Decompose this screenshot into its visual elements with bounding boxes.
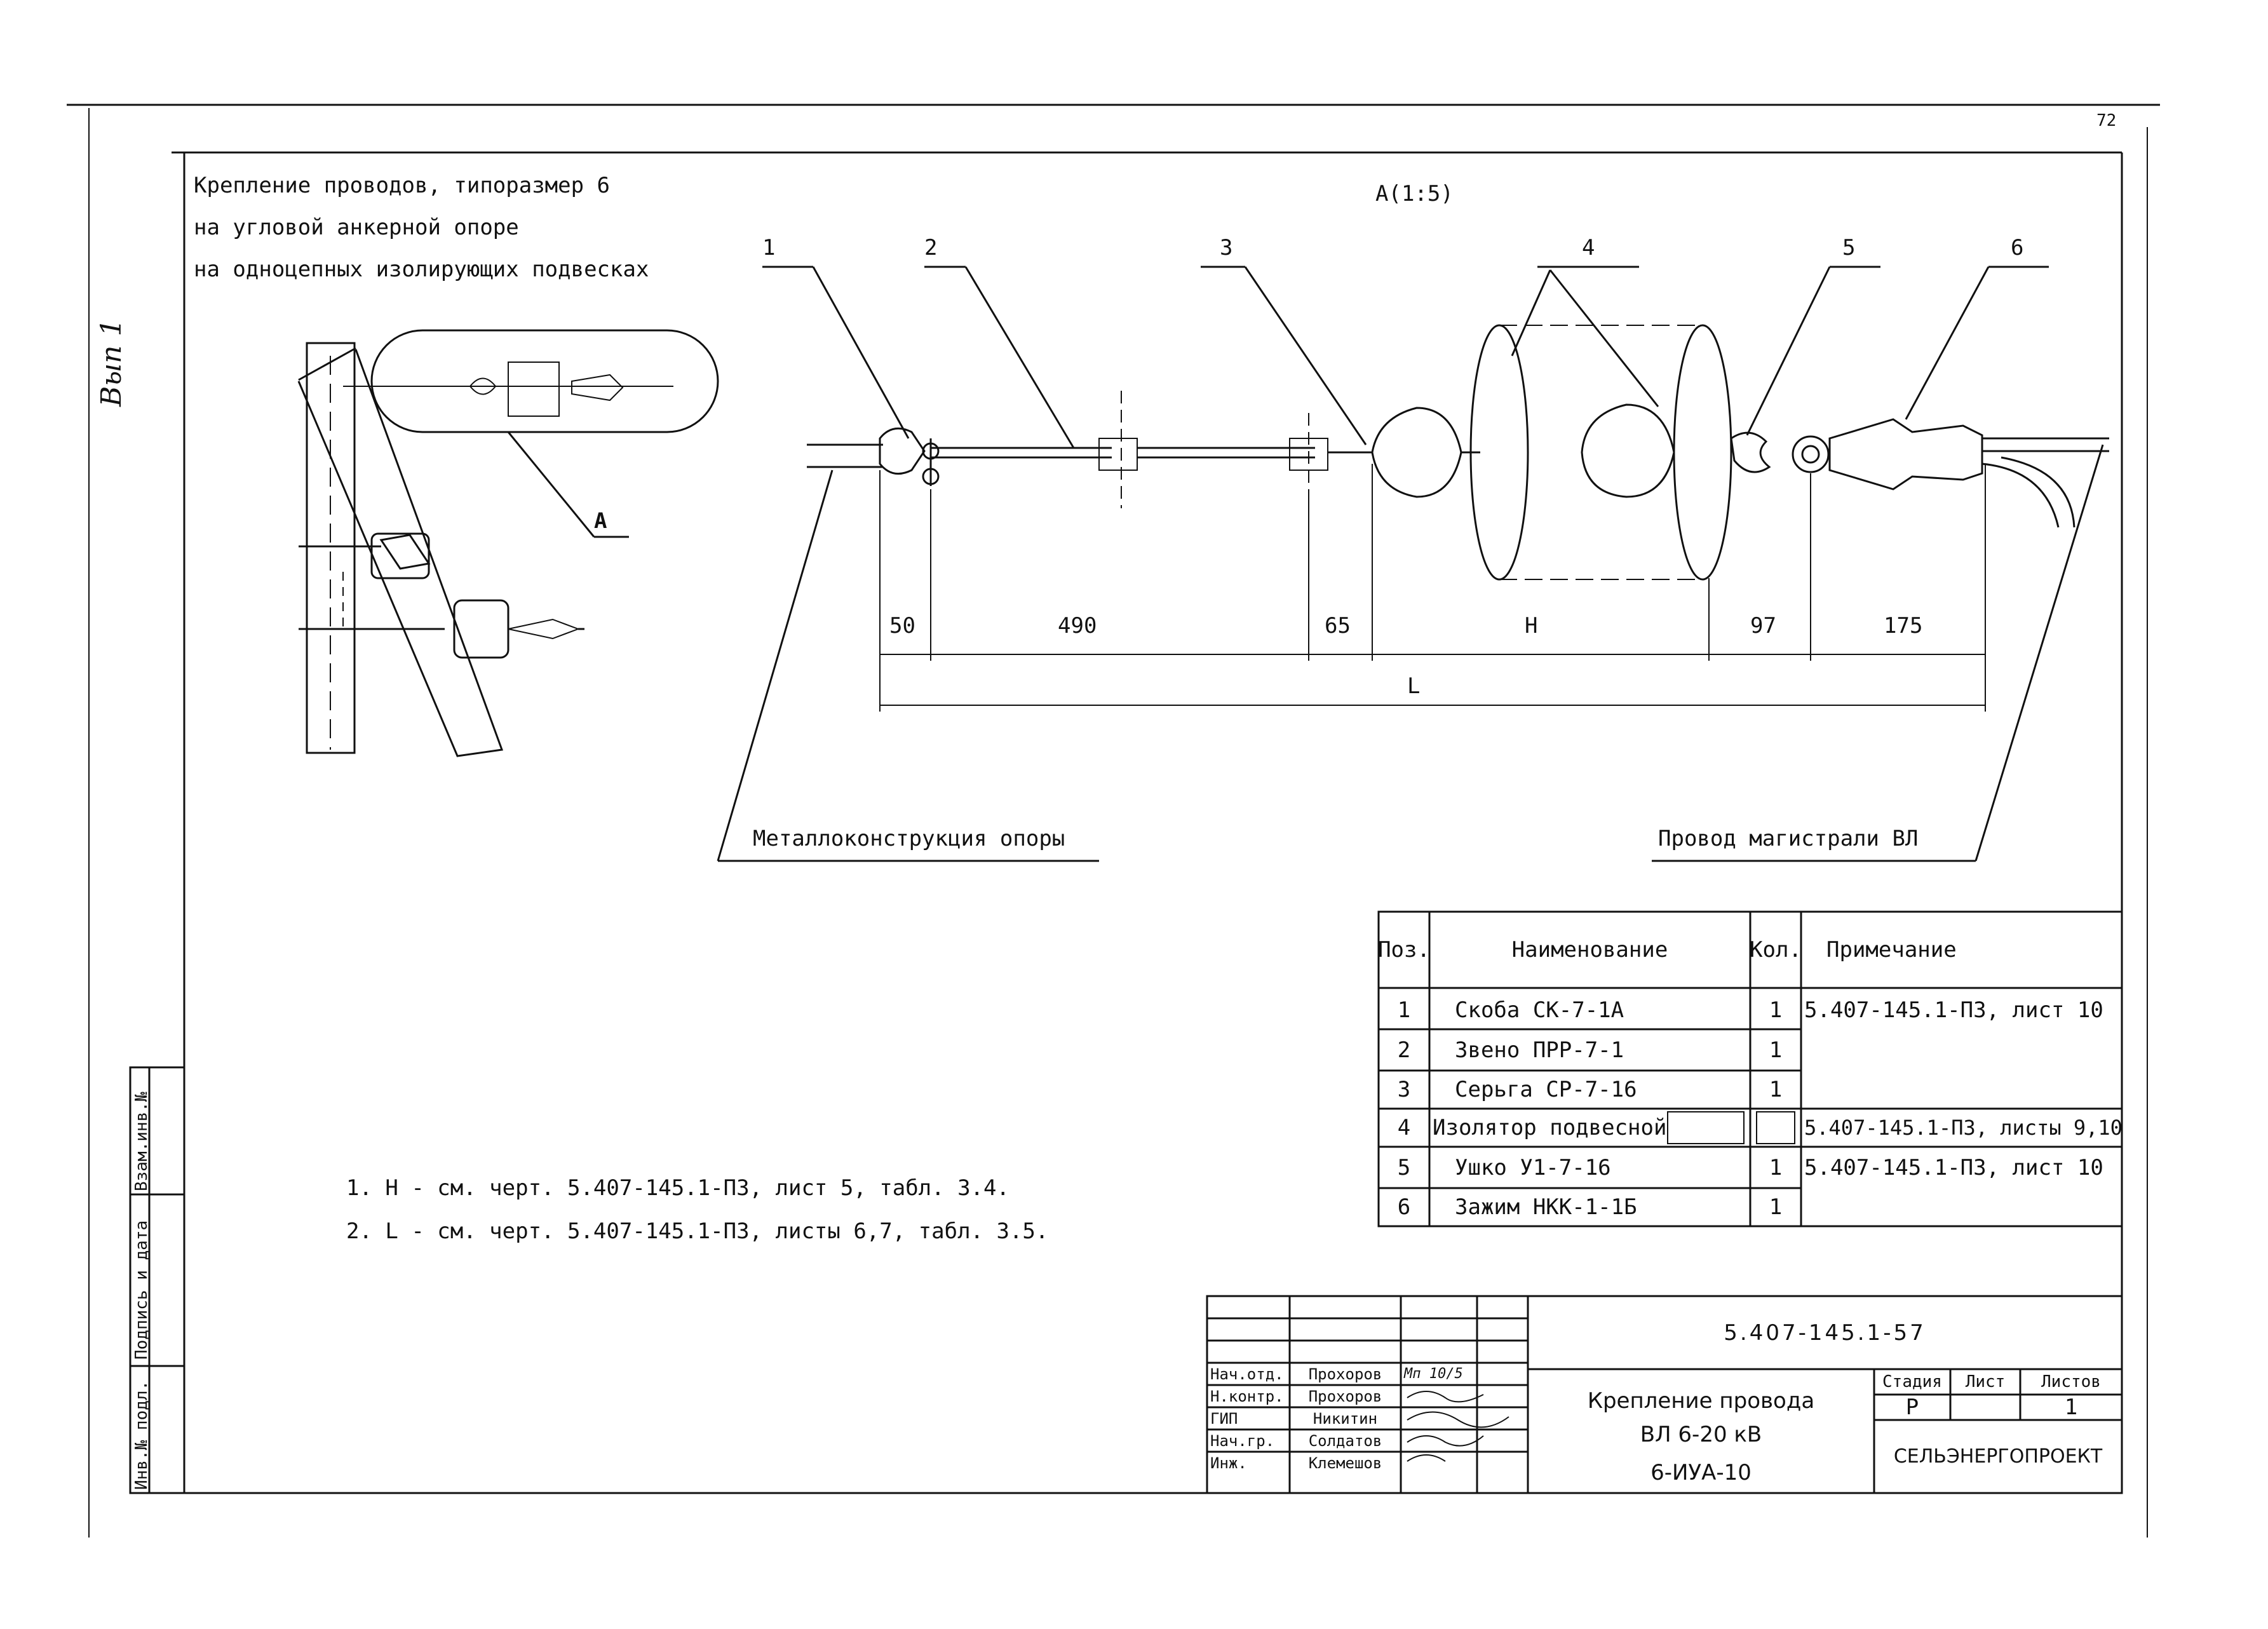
name-2: Прохоров <box>1308 1387 1382 1405</box>
row-3-note <box>1804 1071 2122 1109</box>
signature-mark <box>1407 1391 1484 1403</box>
position-label-1: 1 <box>762 235 776 260</box>
stage-value: Р <box>1905 1395 1919 1420</box>
table-header-qty: Кол. <box>1750 937 1802 963</box>
row-6-pos: 6 <box>1397 1194 1411 1220</box>
dim-490: 490 <box>1058 613 1097 639</box>
dim-50: 50 <box>889 613 915 639</box>
signature-date-1: Мп 10/5 <box>1404 1366 1463 1382</box>
row-5-name: Ушко У1-7-16 <box>1455 1154 1611 1180</box>
row-4-name: Изолятор подвесной <box>1433 1115 1667 1140</box>
document-code: 5.407-145.1-57 <box>1724 1320 1926 1346</box>
margin-note: Вып 1 <box>95 318 128 407</box>
position-label-2: 2 <box>924 235 938 260</box>
row-6-name: Зажим НКК-1-1Б <box>1455 1194 1637 1220</box>
description-line-2: ВЛ 6-20 кВ <box>1640 1421 1762 1447</box>
row-1-qty: 1 <box>1769 997 1783 1023</box>
position-label-4: 4 <box>1582 235 1595 260</box>
assembly-view <box>717 266 2109 862</box>
dim-175: 175 <box>1884 613 1923 639</box>
role-group-head: Нач.гр. <box>1210 1431 1275 1450</box>
row-3-name: Серьга СР-7-16 <box>1455 1077 1637 1102</box>
name-3: Никитин <box>1313 1409 1378 1428</box>
view-label: А(1:5) <box>1375 181 1454 206</box>
row-3-pos: 3 <box>1397 1077 1411 1102</box>
label-main-wire: Провод магистрали ВЛ <box>1658 826 1919 851</box>
row-2-note <box>1804 1029 2122 1071</box>
label-steel-construction: Металлоконструкция опоры <box>753 826 1065 851</box>
row-1-name: Скоба СК-7-1А <box>1455 997 1624 1023</box>
note-1: 1. Н - см. черт. 5.407-145.1-ПЗ, лист 5,… <box>346 1175 1009 1201</box>
dim-total-l: L <box>1407 673 1421 699</box>
row-6-note <box>1804 1188 2122 1226</box>
stamp-inv-orig: Инв.№ подл. <box>132 1380 151 1490</box>
stamp-inv-repl: Взам.инв.№ <box>132 1092 151 1191</box>
page-number: 72 <box>2096 111 2117 130</box>
row-4-pos: 4 <box>1397 1115 1411 1140</box>
row-4-qty <box>1750 1109 1801 1147</box>
row-5-note: 5.407-145.1-ПЗ, лист 10 <box>1804 1154 2103 1180</box>
stage-header: Стадия <box>1882 1372 1942 1391</box>
row-4-note: 5.407-145.1-ПЗ, листы 9,10 <box>1804 1116 2123 1140</box>
description-line-3: 6-ИУА-10 <box>1650 1459 1752 1485</box>
table-header-note: Примечание <box>1826 937 1957 963</box>
role-chief-engineer: ГИП <box>1210 1409 1238 1428</box>
title-block-grid <box>1206 1295 2123 1494</box>
row-5-qty: 1 <box>1769 1154 1783 1180</box>
sheets-value: 1 <box>2064 1395 2078 1420</box>
note-2: 2. L - см. черт. 5.407-145.1-ПЗ, листы 6… <box>346 1219 1049 1244</box>
name-5: Клемешов <box>1308 1454 1382 1472</box>
role-engineer: Инж. <box>1210 1454 1247 1472</box>
position-label-3: 3 <box>1220 235 1233 260</box>
sheets-header: Листов <box>2041 1372 2101 1391</box>
pole-sketch <box>297 329 719 757</box>
row-6-qty: 1 <box>1769 1194 1783 1220</box>
drawing-title-line-2: на угловой анкерной опоре <box>194 215 519 240</box>
row-2-qty: 1 <box>1769 1037 1783 1063</box>
row-5-pos: 5 <box>1397 1154 1411 1180</box>
detail-a-bubble <box>370 329 719 433</box>
role-norm-control: Н.контр. <box>1210 1387 1284 1405</box>
side-stamp-frame <box>129 1066 186 1494</box>
row-1-pos: 1 <box>1397 997 1411 1023</box>
dim-h: Н <box>1525 613 1538 639</box>
organization-name: СЕЛЬЭНЕРГОПРОЕКТ <box>1893 1445 2103 1468</box>
dim-65: 65 <box>1325 613 1351 639</box>
drawing-title-line-3: на одноцепных изолирующих подвесках <box>194 257 649 282</box>
position-label-5: 5 <box>1842 235 1856 260</box>
sheet-value <box>1950 1395 2020 1420</box>
spec-table-grid <box>1377 910 2123 1227</box>
role-head-dept: Нач.отд. <box>1210 1365 1284 1383</box>
row-2-pos: 2 <box>1397 1037 1411 1063</box>
name-1: Прохоров <box>1308 1365 1382 1383</box>
row-3-qty: 1 <box>1769 1077 1783 1102</box>
drawing-title-line-1: Крепление проводов, типоразмер 6 <box>194 173 611 198</box>
table-header-name: Наименование <box>1511 937 1668 963</box>
position-label-6: 6 <box>2011 235 2024 260</box>
table-header-pos: Поз. <box>1378 937 1430 963</box>
description-line-1: Крепление провода <box>1587 1388 1815 1414</box>
callout-view-a: А <box>594 508 607 534</box>
row-1-note: 5.407-145.1-ПЗ, лист 10 <box>1804 997 2103 1023</box>
sheet-header: Лист <box>1965 1372 2006 1391</box>
stamp-sign-date: Подпись и дата <box>132 1220 151 1360</box>
name-4: Солдатов <box>1308 1431 1382 1450</box>
dim-97: 97 <box>1750 613 1776 639</box>
row-2-name: Звено ПРР-7-1 <box>1455 1037 1624 1063</box>
